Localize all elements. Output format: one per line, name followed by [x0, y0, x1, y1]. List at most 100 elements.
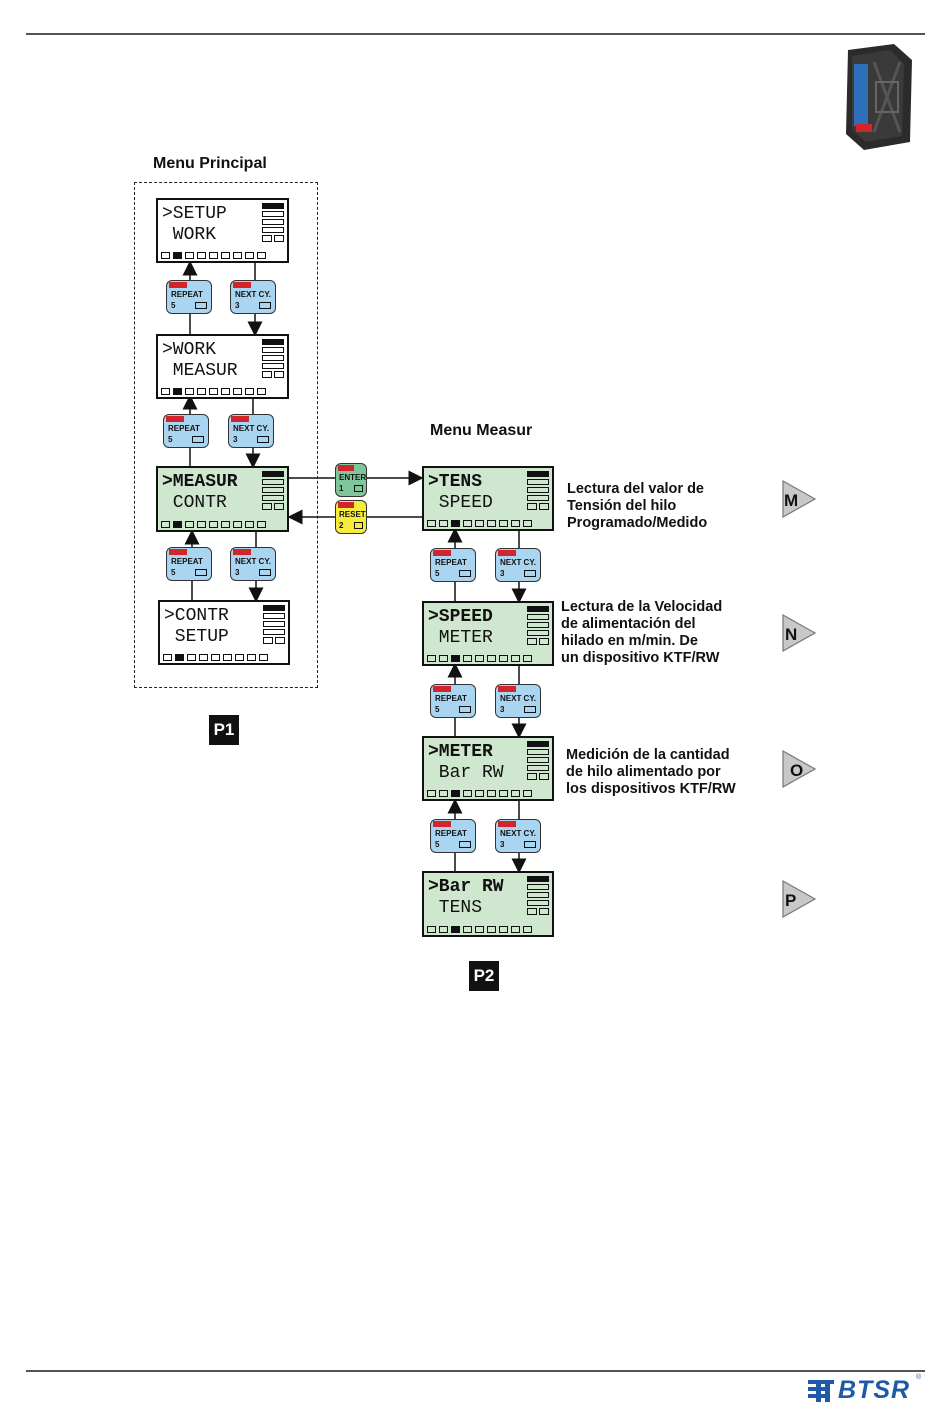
- description-line: un dispositivo KTF/RW: [561, 650, 720, 666]
- lcd-line-2: TENS: [428, 898, 483, 918]
- enter-key: ENTER 1: [335, 463, 367, 497]
- key-icon: [195, 569, 207, 576]
- key-label: REPEAT: [435, 829, 467, 838]
- next-cycle-key: NEXT CY.3: [228, 414, 274, 448]
- section-tag-m: M: [782, 480, 816, 518]
- key-label: NEXT CY.: [235, 557, 272, 566]
- description-line: Medición de la cantidad: [566, 747, 730, 763]
- lcd-line-1: >CONTR: [164, 606, 229, 626]
- key-number: 2: [339, 521, 344, 530]
- key-icon: [192, 436, 204, 443]
- page-indicator: [427, 926, 532, 933]
- level-bars: [262, 471, 284, 512]
- device-image: [846, 44, 912, 150]
- description-line: hilado en m/min. De: [561, 633, 698, 649]
- page-indicator: [161, 521, 266, 528]
- page-indicator: [161, 252, 266, 259]
- speed-description: Lectura de la Velocidad de alimentación …: [561, 599, 722, 667]
- lcd-contr-screen: >CONTR SETUP: [158, 600, 290, 665]
- key-icon: [354, 485, 363, 492]
- repeat-key: REPEAT 5: [166, 547, 212, 581]
- lcd-line-2: CONTR: [162, 493, 227, 513]
- key-number: 5: [435, 705, 440, 714]
- next-cycle-key: NEXT CY.3: [230, 280, 276, 314]
- key-label: REPEAT: [435, 694, 467, 703]
- lcd-line-1: >Bar RW: [428, 877, 504, 897]
- tag-letter: M: [784, 491, 798, 510]
- lcd-meter-screen: >METER Bar RW: [422, 736, 554, 801]
- tag-letter: N: [785, 625, 797, 644]
- key-label: REPEAT: [171, 557, 203, 566]
- key-icon: [195, 302, 207, 309]
- logo-text: BTSR: [838, 1376, 911, 1404]
- key-label: REPEAT: [435, 558, 467, 567]
- tens-description: Lectura del valor de Tensión del hilo Pr…: [567, 481, 707, 532]
- logo-registered-mark: ®: [916, 1374, 922, 1381]
- page-indicator: [427, 655, 532, 662]
- key-number: 3: [500, 705, 505, 714]
- menu-principal-frame: [134, 182, 318, 688]
- repeat-key: REPEAT 5: [430, 684, 476, 718]
- key-label: NEXT CY.: [500, 829, 537, 838]
- level-bars: [263, 605, 285, 646]
- description-line: Programado/Medido: [567, 515, 708, 531]
- logo-mark-icon: [808, 1380, 834, 1402]
- lcd-bar-rw-screen: >Bar RW TENS: [422, 871, 554, 937]
- key-label: ENTER: [339, 473, 367, 482]
- lcd-line-1: >MEASUR: [162, 472, 238, 492]
- meter-description: Medición de la cantidad de hilo alimenta…: [566, 747, 736, 798]
- header-rule: [26, 33, 925, 35]
- level-bars: [527, 471, 549, 512]
- key-icon: [459, 706, 471, 713]
- lcd-line-1: >SETUP: [162, 204, 227, 224]
- reset-key: RESET 2: [335, 500, 367, 534]
- key-label: RESET: [339, 510, 366, 519]
- page-indicator: [161, 388, 266, 395]
- key-label: REPEAT: [168, 424, 200, 433]
- page-indicator: [163, 654, 268, 661]
- lcd-line-1: >WORK: [162, 340, 217, 360]
- key-number: 1: [339, 484, 344, 493]
- key-number: 5: [168, 435, 173, 444]
- level-bars: [527, 741, 549, 782]
- key-icon: [524, 706, 536, 713]
- key-number: 3: [235, 568, 240, 577]
- menu-principal-title: Menu Principal: [153, 155, 267, 172]
- section-tag-o: O: [782, 750, 816, 788]
- level-bars: [262, 203, 284, 244]
- key-icon: [259, 569, 271, 576]
- lcd-line-2: SETUP: [164, 627, 229, 647]
- page-indicator: [427, 790, 532, 797]
- lcd-line-2: METER: [428, 628, 493, 648]
- key-number: 3: [500, 840, 505, 849]
- key-icon: [459, 570, 471, 577]
- key-label: NEXT CY.: [235, 290, 272, 299]
- description-line: de hilo alimentado por: [566, 764, 721, 780]
- lcd-setup-screen: >SETUP WORK: [156, 198, 289, 263]
- btsr-logo: BTSR ®: [806, 1374, 922, 1406]
- key-icon: [524, 570, 536, 577]
- key-label: REPEAT: [171, 290, 203, 299]
- level-bars: [527, 876, 549, 917]
- description-line: de alimentación del: [561, 616, 696, 632]
- key-icon: [354, 522, 363, 529]
- key-icon: [524, 841, 536, 848]
- lcd-line-2: SPEED: [428, 493, 493, 513]
- level-bars: [527, 606, 549, 647]
- lcd-line-2: Bar RW: [428, 763, 504, 783]
- level-bars: [262, 339, 284, 380]
- footer-rule: [26, 1370, 925, 1372]
- lcd-tens-screen: >TENS SPEED: [422, 466, 554, 531]
- lcd-work-screen: >WORK MEASUR: [156, 334, 289, 399]
- lcd-line-2: MEASUR: [162, 361, 238, 381]
- key-icon: [459, 841, 471, 848]
- key-number: 5: [171, 568, 176, 577]
- page-indicator: [427, 520, 532, 527]
- key-label: NEXT CY.: [500, 694, 537, 703]
- key-icon: [257, 436, 269, 443]
- description-line: los dispositivos KTF/RW: [566, 781, 736, 797]
- next-cycle-key: NEXT CY.3: [495, 548, 541, 582]
- lcd-line-2: WORK: [162, 225, 217, 245]
